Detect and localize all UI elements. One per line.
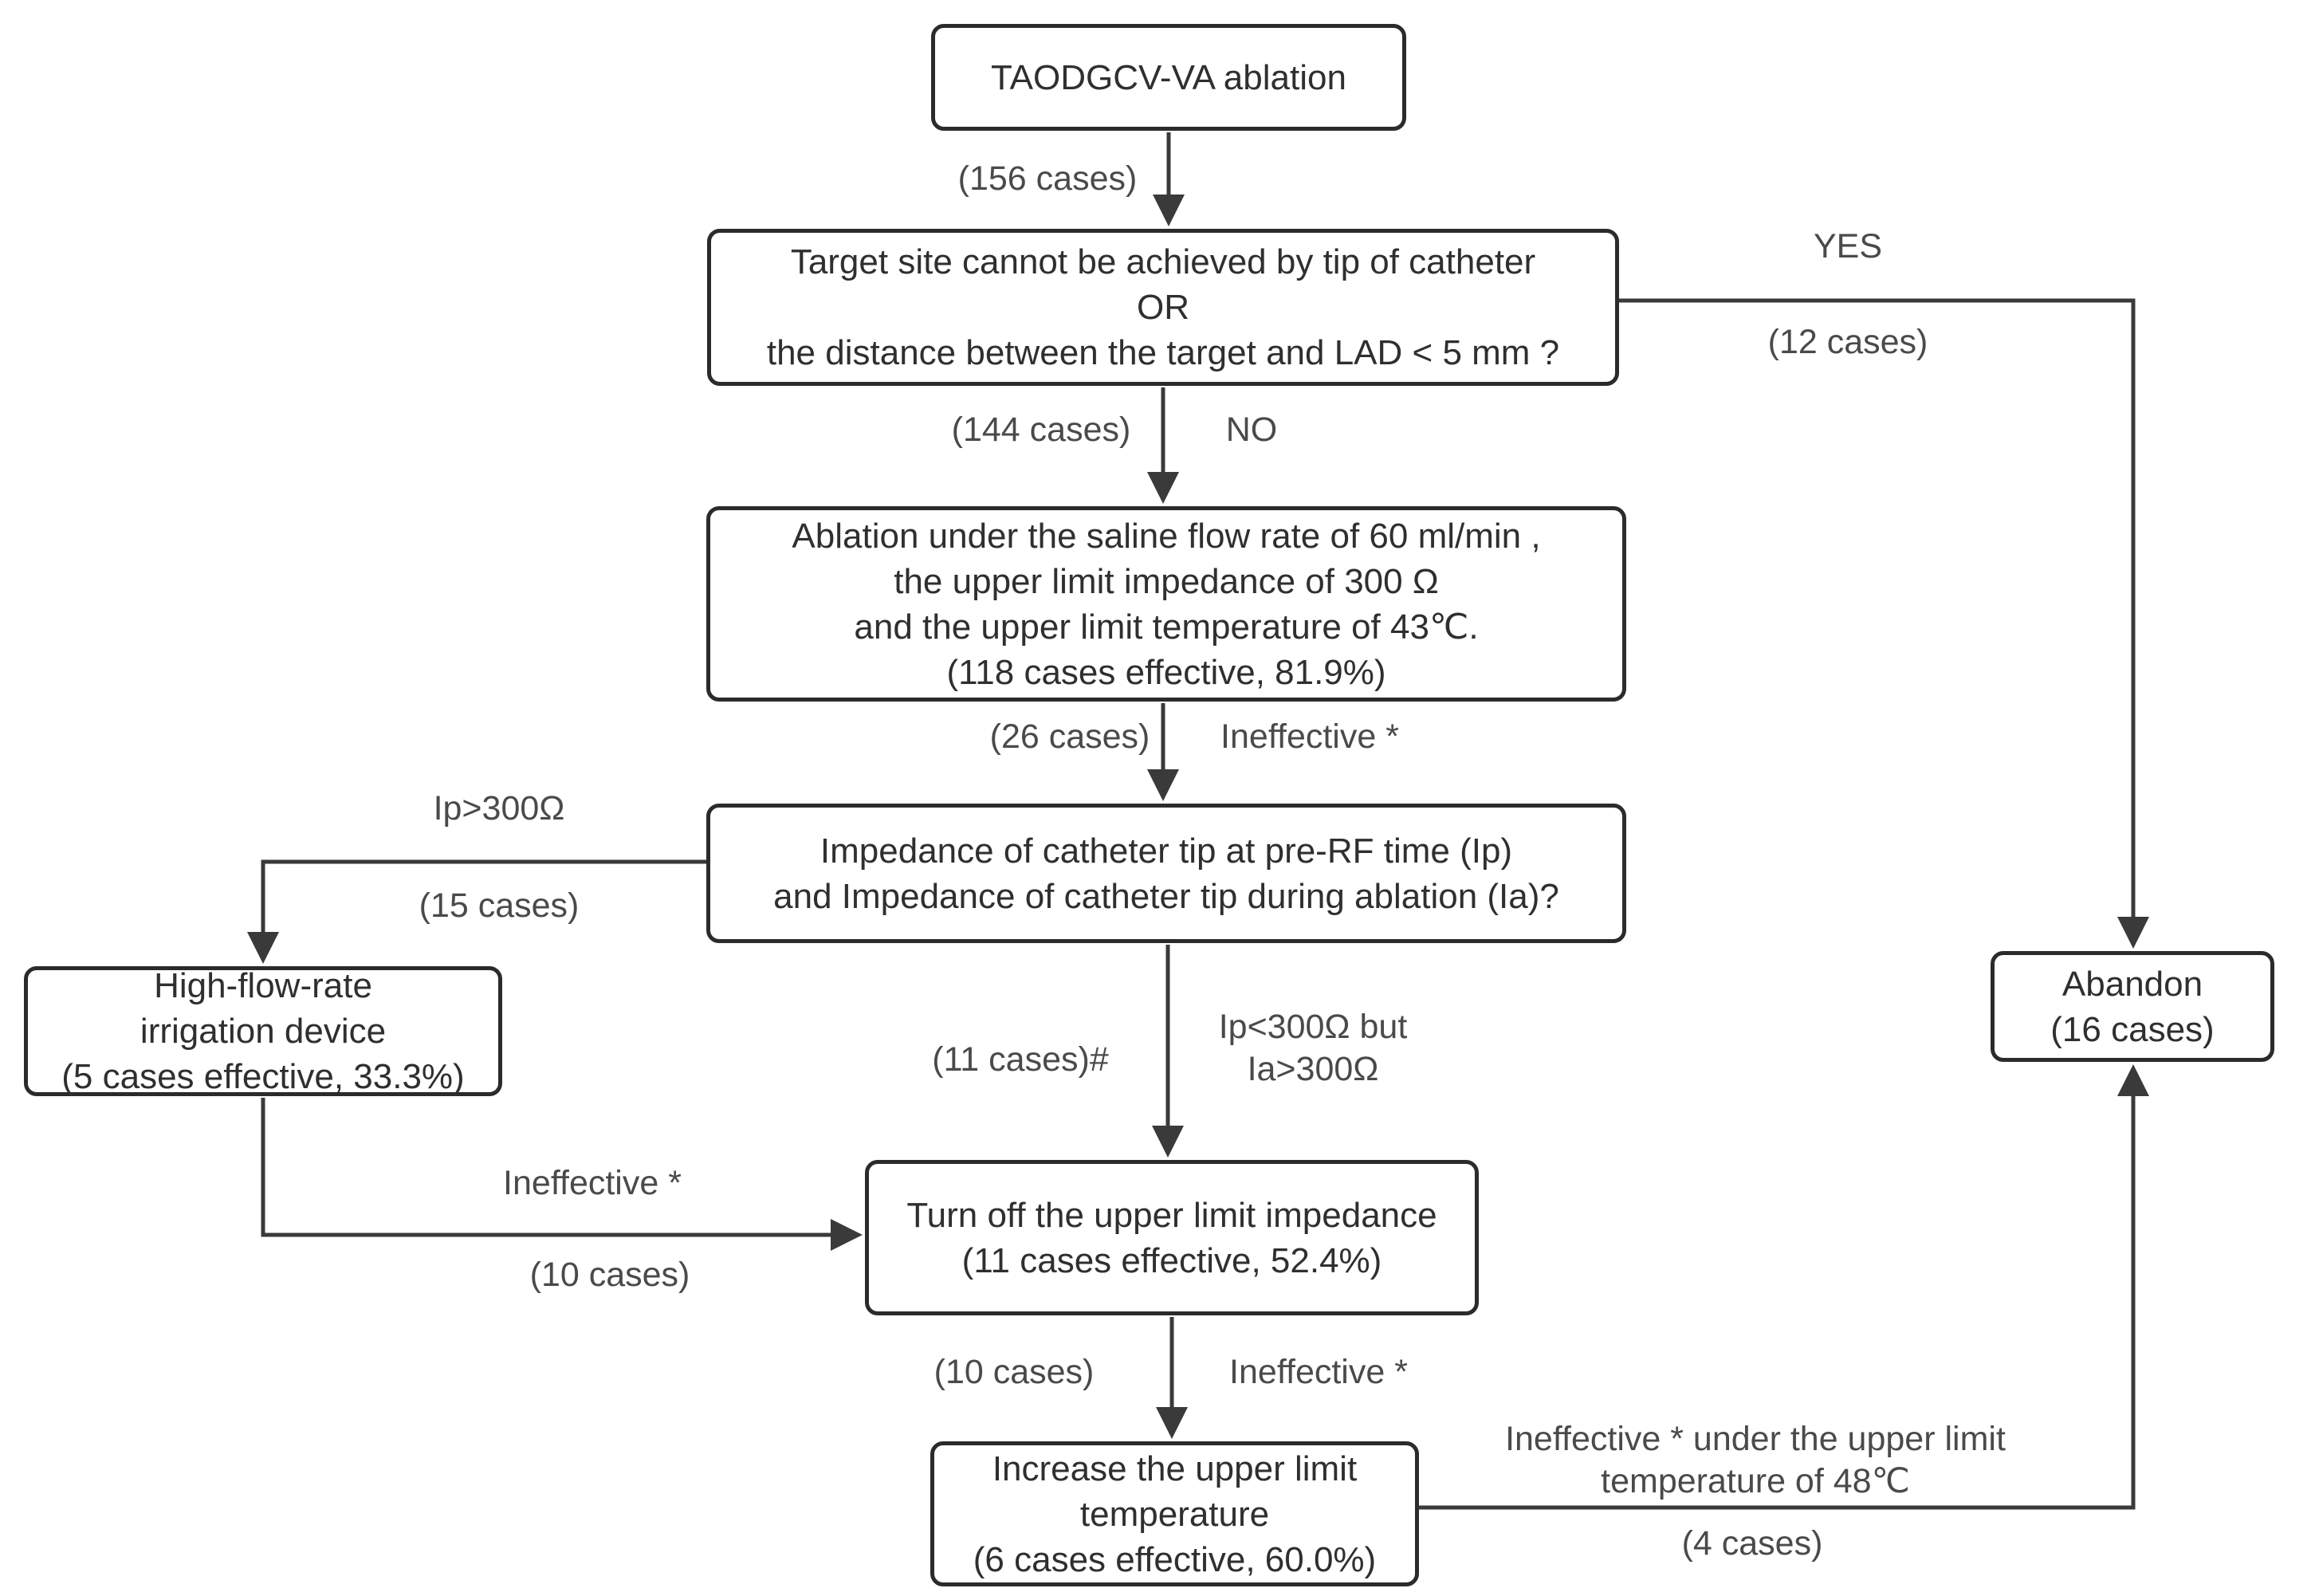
edge-label-ineffective-2: Ineffective *	[503, 1164, 682, 1202]
edge-label-ineffective-1: Ineffective *	[1220, 717, 1399, 756]
node-line: Ablation under the saline flow rate of 6…	[792, 516, 1541, 556]
node-line: the upper limit impedance of 300 Ω	[894, 561, 1439, 601]
node-line: Abandon	[2061, 964, 2203, 1004]
node-abandon: Abandon (16 cases)	[1991, 951, 2274, 1062]
edge-label-line: Ia>300Ω	[1247, 1050, 1379, 1088]
node-taodgcv-va-ablation: TAODGCV-VA ablation	[931, 24, 1406, 131]
edge-label-10-cases-left: (10 cases)	[529, 1256, 690, 1294]
edge-label-156-cases: (156 cases)	[957, 159, 1138, 198]
node-line: (11 cases effective, 52.4%)	[961, 1240, 1382, 1280]
edge-label-yes: YES	[1813, 227, 1883, 265]
edge-label-12-cases: (12 cases)	[1767, 323, 1928, 361]
node-target-site-question: Target site cannot be achieved by tip of…	[707, 229, 1619, 386]
edge-label-line: Ip<300Ω but	[1218, 1008, 1408, 1046]
node-line: Turn off the upper limit impedance	[906, 1195, 1437, 1235]
node-line: the distance between the target and LAD …	[766, 333, 1560, 372]
node-line: TAODGCV-VA ablation	[991, 57, 1346, 97]
edge-label-ip-gt-300: Ip>300Ω	[433, 789, 565, 827]
arrow-impedance-to-highflow	[247, 859, 706, 964]
node-line: (5 cases effective, 33.3%)	[61, 1057, 465, 1096]
node-line: and Impedance of catheter tip during abl…	[773, 876, 1559, 916]
edge-label-line: temperature of 48℃	[1601, 1462, 1910, 1500]
node-line: irrigation device	[140, 1012, 387, 1051]
node-high-flow-rate-irrigation: High-flow-rate irrigation device (5 case…	[24, 966, 502, 1096]
node-line: and the upper limit temperature of 43℃.	[854, 607, 1479, 647]
node-impedance-question: Impedance of catheter tip at pre-RF time…	[706, 804, 1626, 943]
node-increase-temperature: Increase the upper limit temperature (6 …	[930, 1441, 1419, 1586]
edge-label-no: NO	[1225, 411, 1278, 449]
arrow-yes-to-abandon	[1619, 298, 2149, 949]
node-line: OR	[1137, 288, 1189, 327]
node-line: (6 cases effective, 60.0%)	[973, 1539, 1377, 1579]
node-line: temperature	[1079, 1494, 1270, 1534]
edge-label-15-cases: (15 cases)	[419, 886, 580, 925]
arrow-increase-to-abandon	[1419, 1064, 2149, 1510]
node-line: Target site cannot be achieved by tip of…	[790, 242, 1536, 281]
edge-label-ineffective-3: Ineffective *	[1229, 1353, 1408, 1391]
node-line: Impedance of catheter tip at pre-RF time…	[819, 831, 1513, 871]
edge-label-ip-lt-300: Ip<300Ω but Ia>300Ω	[1146, 1006, 1480, 1091]
edge-label-ineffective-48: Ineffective * under the upper limit temp…	[1452, 1418, 2058, 1503]
edge-label-4-cases: (4 cases)	[1681, 1524, 1823, 1563]
edge-label-144-cases: (144 cases)	[951, 411, 1131, 449]
edge-label-26-cases: (26 cases)	[989, 717, 1150, 756]
node-turn-off-impedance: Turn off the upper limit impedance (11 c…	[865, 1160, 1479, 1315]
node-line: (16 cases)	[2050, 1009, 2215, 1049]
edge-label-11-cases-hash: (11 cases)#	[932, 1040, 1109, 1079]
node-line: Increase the upper limit	[992, 1449, 1358, 1488]
node-ablation-settings: Ablation under the saline flow rate of 6…	[706, 506, 1626, 702]
node-line: (118 cases effective, 81.9%)	[946, 652, 1386, 692]
edge-label-line: Ineffective * under the upper limit	[1505, 1420, 2006, 1458]
arrow-highflow-to-turnoff	[261, 1098, 863, 1251]
edge-label-10-cases-down: (10 cases)	[933, 1353, 1095, 1391]
node-line: High-flow-rate	[154, 966, 372, 1005]
